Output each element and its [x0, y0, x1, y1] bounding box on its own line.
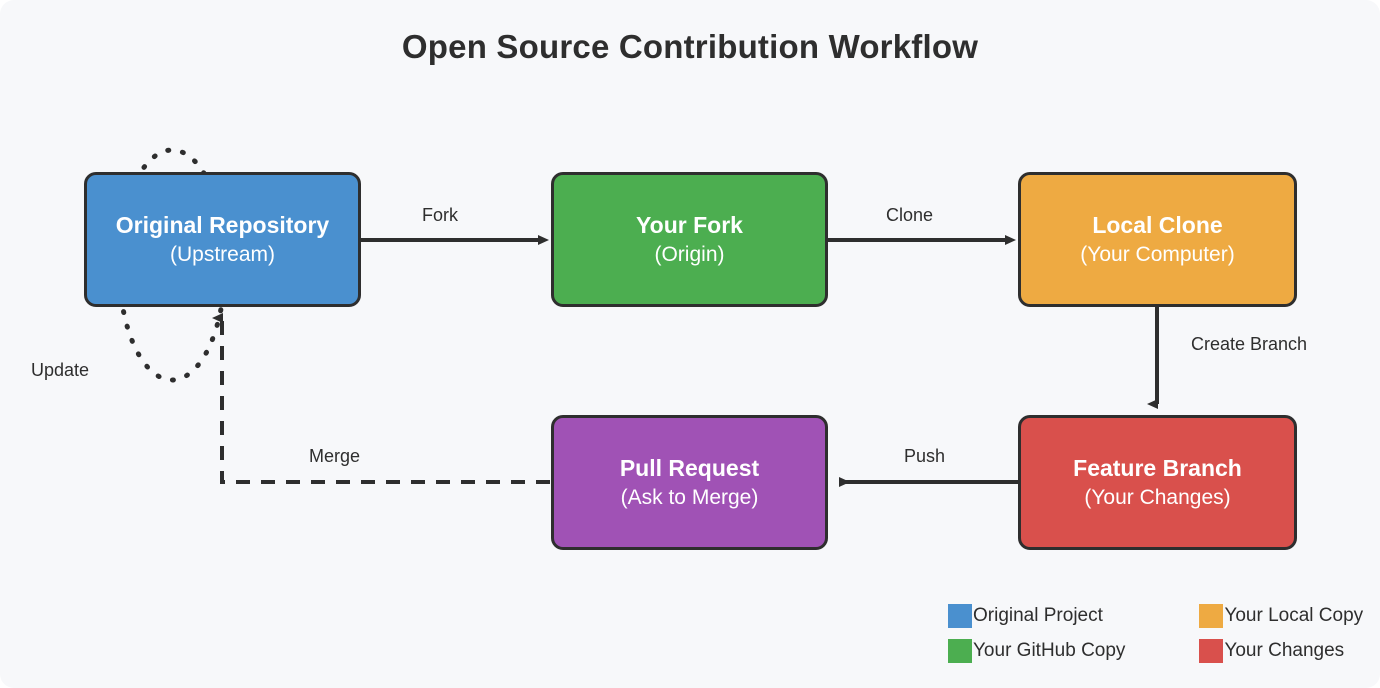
- edge-merge: [212, 313, 550, 484]
- edge-label-merge: Merge: [309, 446, 361, 466]
- legend-item-label: Your GitHub Copy: [973, 640, 1126, 661]
- legend-item-label: Your Local Copy: [1224, 605, 1364, 626]
- legend-item-your-local-copy: Your Local Copy: [1199, 604, 1363, 628]
- legend-swatch-icon: [948, 639, 972, 663]
- node-title: Feature Branch: [1073, 455, 1242, 482]
- node-title: Original Repository: [115, 212, 330, 239]
- legend-item-label: Original Project: [973, 605, 1103, 626]
- legend-swatch-icon: [948, 604, 972, 628]
- legend-item-your-github-copy: Your GitHub Copy: [948, 639, 1125, 663]
- edge-label-clone: Clone: [886, 205, 934, 225]
- node-title: Local Clone: [1092, 212, 1223, 239]
- node-pull-request[interactable]: Pull Request (Ask to Merge): [551, 415, 828, 550]
- page-title: Open Source Contribution Workflow: [401, 28, 979, 65]
- node-local-clone[interactable]: Local Clone (Your Computer): [1018, 172, 1297, 307]
- edge-label-fork: Fork: [422, 205, 458, 225]
- node-title: Your Fork: [636, 212, 743, 239]
- legend-item-your-changes: Your Changes: [1199, 639, 1363, 663]
- node-your-fork[interactable]: Your Fork (Origin): [551, 172, 828, 307]
- legend-item-original-project: Original Project: [948, 604, 1125, 628]
- legend-swatch-icon: [1199, 639, 1224, 663]
- node-subtitle: (Ask to Merge): [620, 485, 759, 509]
- node-subtitle: (Your Changes): [1084, 485, 1231, 509]
- node-subtitle: (Your Computer): [1080, 242, 1235, 266]
- edge-label-create-branch: Create Branch: [1191, 334, 1308, 354]
- legend-swatch-icon: [1199, 604, 1224, 628]
- legend: Original Project Your Local Copy Your Gi…: [948, 604, 1363, 663]
- edge-label-update: Update: [31, 360, 90, 380]
- node-title: Pull Request: [619, 455, 760, 482]
- legend-item-label: Your Changes: [1224, 640, 1345, 661]
- node-feature-branch[interactable]: Feature Branch (Your Changes): [1018, 415, 1297, 550]
- edge-label-push: Push: [904, 446, 946, 466]
- node-subtitle: (Upstream): [169, 242, 275, 266]
- node-subtitle: (Origin): [654, 242, 725, 266]
- node-original-repository[interactable]: Original Repository (Upstream): [84, 172, 361, 307]
